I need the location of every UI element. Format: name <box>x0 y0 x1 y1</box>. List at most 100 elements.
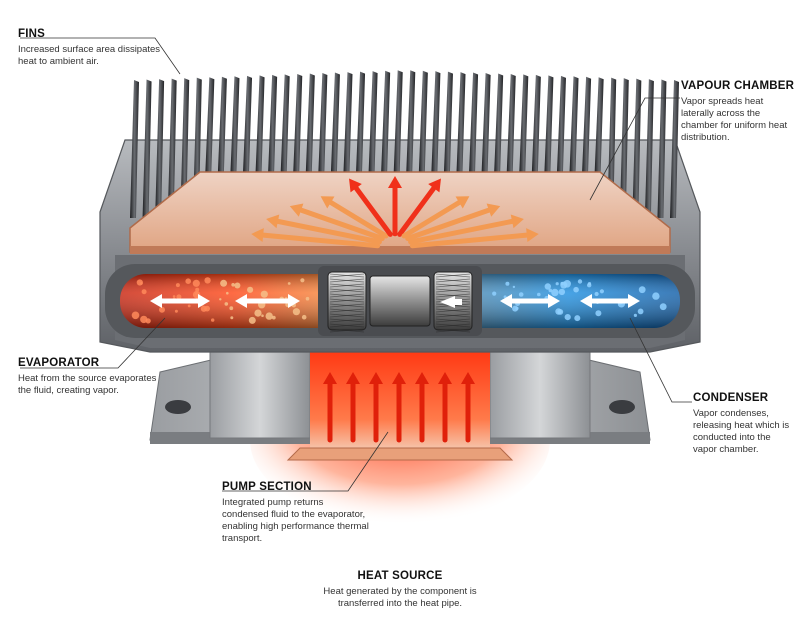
callout-condenser-title: CONDENSER <box>693 392 769 404</box>
callout-pump-title: PUMP SECTION <box>222 481 312 493</box>
bubble <box>192 279 200 287</box>
knurl-line <box>435 273 471 278</box>
bubble <box>637 308 644 315</box>
fin <box>318 73 328 172</box>
fin <box>494 73 504 172</box>
fin <box>268 74 278 172</box>
vapour-arrow-head <box>349 178 362 193</box>
vapour-arrow-head <box>251 228 264 243</box>
fin <box>469 72 479 172</box>
vapour-arrow-head <box>486 203 501 217</box>
pipe-flow-arrows <box>150 294 640 308</box>
vapour-arrow-head <box>320 196 335 209</box>
pipe-arrow-left-head <box>580 294 592 308</box>
bubble <box>537 292 541 297</box>
vapour-arrow-shaft <box>401 200 462 239</box>
knurl-line <box>435 318 471 323</box>
heat-arrow-head <box>415 372 429 384</box>
bubble <box>226 291 229 295</box>
fin <box>368 71 378 172</box>
bubble <box>247 286 254 293</box>
callout-evaporator: EVAPORATOR Heat from the source evaporat… <box>18 357 158 397</box>
fin <box>305 73 315 172</box>
pipe-arrow-right-head <box>548 294 560 308</box>
bubble <box>219 298 222 301</box>
fin <box>443 71 453 172</box>
bubble <box>544 283 551 290</box>
bubble <box>211 318 215 322</box>
bubble <box>145 318 151 324</box>
bubble <box>555 308 562 315</box>
knurl-line <box>435 313 471 318</box>
bubble <box>230 316 234 320</box>
bubble <box>558 288 566 296</box>
fin <box>644 79 654 219</box>
callout-fins-text: Increased surface area dissipates heat t… <box>18 44 161 67</box>
bubble <box>195 287 200 292</box>
callout-heat-title: HEAT SOURCE <box>357 570 443 582</box>
leader-evaporator <box>20 317 166 369</box>
callout-pump-text: Integrated pump returns condensed fluid … <box>222 497 369 544</box>
fin <box>431 71 441 172</box>
bubble <box>573 286 579 293</box>
bubble <box>551 288 559 297</box>
fin <box>456 72 466 172</box>
knurl-line <box>435 283 471 288</box>
fin <box>594 77 604 172</box>
heat-sink-fins <box>130 70 679 219</box>
fin <box>531 74 541 172</box>
bubble <box>555 282 559 286</box>
fin <box>556 75 566 172</box>
pipe-arrow-right-head <box>628 294 640 308</box>
fin <box>205 77 215 172</box>
heat-arrow-head <box>438 372 452 384</box>
fin <box>619 78 629 219</box>
fin <box>167 78 177 219</box>
pump-assembly <box>318 266 482 336</box>
vapour-arrow-head <box>526 228 539 243</box>
bubble <box>594 291 599 297</box>
leader-condenser <box>629 317 692 403</box>
knurl-line <box>329 283 365 288</box>
fin <box>243 75 253 172</box>
pump-knurling <box>329 273 471 333</box>
pipe-arrow-left-head <box>235 294 247 308</box>
bubble <box>234 282 241 289</box>
bubble <box>659 303 667 311</box>
knurl-line <box>329 313 365 318</box>
bubble <box>229 306 234 311</box>
callout-evaporator-text: Heat from the source evaporates the flui… <box>18 373 157 396</box>
bubble <box>492 291 497 296</box>
bubble <box>518 292 524 297</box>
heat-arrow-head <box>392 372 406 384</box>
knurl-line <box>329 303 365 308</box>
bubble <box>200 305 207 312</box>
leader-vapour <box>589 97 680 201</box>
vapour-chamber <box>129 171 671 254</box>
pipe-arrow-right-head <box>198 294 210 308</box>
callout-condenser-text: Vapor condenses, releasing heat which is… <box>693 408 790 455</box>
fin <box>142 79 152 218</box>
heat-arrow-head <box>346 372 360 384</box>
knurl-line <box>329 293 365 298</box>
fin <box>381 70 391 172</box>
knurl-line <box>329 308 365 313</box>
leader-pump <box>222 431 389 492</box>
fin <box>255 75 265 172</box>
bubble <box>248 316 256 324</box>
knurl-line <box>329 323 365 328</box>
knurl-line <box>435 328 471 333</box>
vapour-arrow-shaft <box>408 218 515 245</box>
vapour-arrow-shaft <box>409 232 530 249</box>
bubble <box>577 279 583 284</box>
fin <box>506 73 516 172</box>
knurl-line <box>435 308 471 313</box>
knurl-line <box>435 278 471 283</box>
fin <box>217 76 227 172</box>
callout-heat-source: HEAT SOURCE Heat generated by the compon… <box>300 570 500 610</box>
bubble <box>254 309 262 317</box>
bubble <box>305 296 310 301</box>
vapour-arrow-head <box>428 178 441 193</box>
bubble <box>652 292 660 300</box>
fin <box>130 80 139 218</box>
